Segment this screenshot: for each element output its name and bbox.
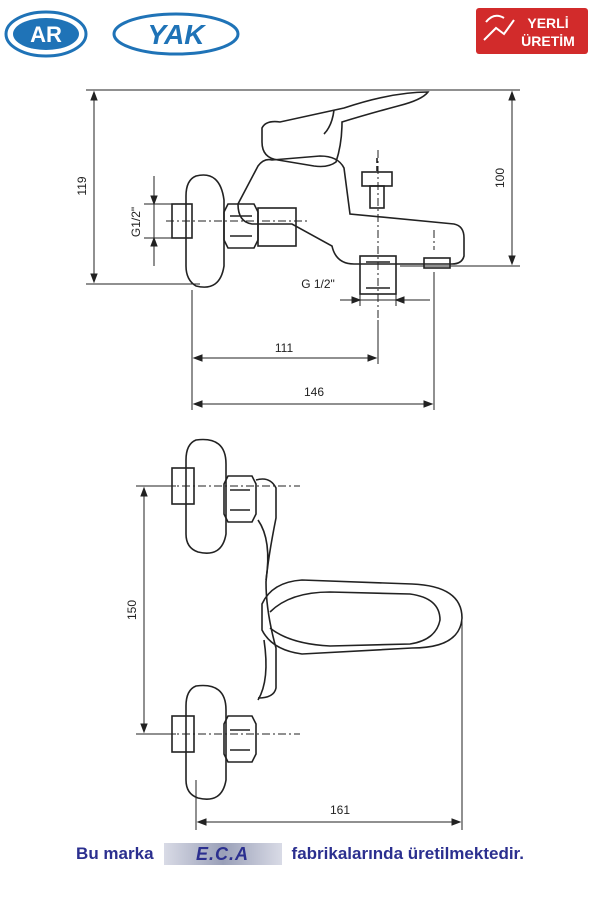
top-dimensions (136, 485, 463, 830)
dim-thread-outlet: G 1/2" (301, 277, 335, 291)
dim-depth-outlet: 111 (275, 341, 294, 355)
top-lever-head (261, 579, 463, 655)
top-upper-flange (185, 438, 227, 554)
dim-height-spout: 100 (493, 168, 507, 188)
yak-logo-text: YAK (147, 19, 206, 50)
side-hex-nut (223, 203, 259, 249)
badge-line2: ÜRETİM (521, 33, 575, 49)
footer-suffix: fabrikalarında üretilmektedir. (291, 844, 524, 863)
top-lower-flange (185, 684, 227, 800)
side-lever (261, 91, 430, 168)
ar-logo: AR (4, 10, 88, 58)
eca-logo-text: E.C.A (196, 843, 250, 864)
eca-logo: E.C.A (163, 843, 282, 865)
dim-depth-total: 146 (304, 385, 324, 399)
side-diverter-knob (361, 171, 393, 187)
footer-prefix: Bu marka (76, 844, 154, 863)
side-mixer-body (237, 155, 465, 265)
footer: Bu marka E.C.A fabrikalarında üretilmekt… (0, 836, 600, 872)
top-view (166, 438, 463, 800)
side-outlet-nozzle (423, 257, 451, 269)
dim-inlet-spacing: 150 (125, 600, 139, 620)
dim-height-total: 119 (75, 176, 89, 195)
badge-line1: YERLİ (527, 15, 568, 31)
dim-thread-inlet: G1/2" (129, 207, 143, 237)
yerli-uretim-badge: YERLİ ÜRETİM (476, 8, 588, 54)
side-dimensions (86, 89, 520, 410)
side-wall-flange (185, 174, 225, 288)
yak-logo: YAK (112, 12, 240, 56)
top-mixer-body (255, 478, 277, 699)
side-view (166, 91, 465, 320)
dim-width-total: 161 (330, 803, 350, 817)
ar-logo-text: AR (30, 22, 62, 47)
